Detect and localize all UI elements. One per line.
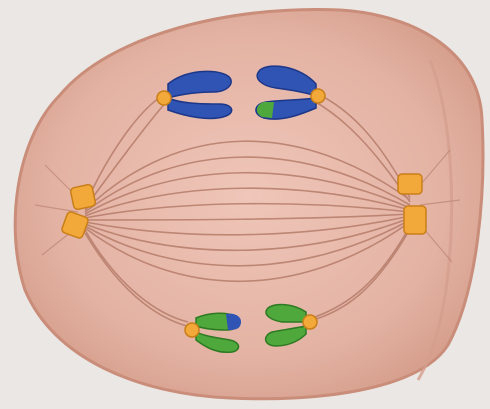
centromere-top-left xyxy=(157,91,171,105)
centromere-bottom-right xyxy=(303,315,317,329)
centromere-top-right xyxy=(311,89,325,103)
centromere-bottom-left xyxy=(185,323,199,337)
